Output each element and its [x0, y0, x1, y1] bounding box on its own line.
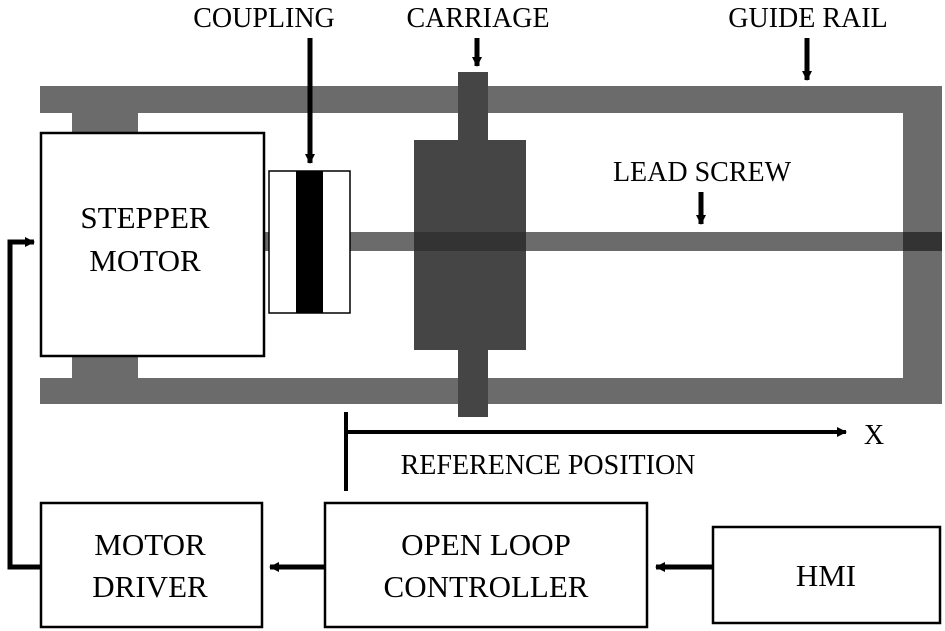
coupling-core — [296, 171, 323, 313]
controller-label-line1: OPEN LOOP — [401, 527, 571, 562]
carriage-label: CARRIAGE — [406, 3, 549, 34]
rail-mount-top — [72, 113, 138, 133]
hmi-box — [711, 525, 942, 625]
rail-mount-bottom — [72, 356, 138, 378]
lead-screw-label: LEAD SCREW — [613, 157, 792, 188]
reference-position-label: REFERENCE POSITION — [401, 450, 696, 481]
guide-rail-top — [40, 86, 942, 113]
x-axis-label: X — [864, 420, 884, 451]
open-loop-controller-box — [323, 501, 649, 629]
stepper-motor-label-line2: MOTOR — [89, 243, 201, 278]
motor-driver-box — [39, 501, 264, 629]
coupling — [268, 170, 351, 314]
carriage-nut — [414, 232, 526, 251]
guide-rail — [40, 86, 942, 404]
motor-driver-label-line2: DRIVER — [92, 569, 208, 604]
stepper-motor-box — [39, 131, 266, 358]
driver-to-motor-arrow — [7, 237, 41, 570]
stepper-motor-label-line1: STEPPER — [80, 200, 210, 235]
motor-driver-label-line1: MOTOR — [94, 527, 206, 562]
lead-screw — [264, 232, 942, 251]
lead-screw-end — [903, 232, 942, 251]
guide-rail-label: GUIDE RAIL — [728, 3, 887, 34]
carriage — [414, 72, 526, 417]
guide-rail-bottom — [40, 378, 942, 404]
controller-label-line2: CONTROLLER — [384, 569, 589, 604]
coupling-label: COUPLING — [193, 3, 335, 34]
hmi-label: HMI — [796, 558, 856, 593]
